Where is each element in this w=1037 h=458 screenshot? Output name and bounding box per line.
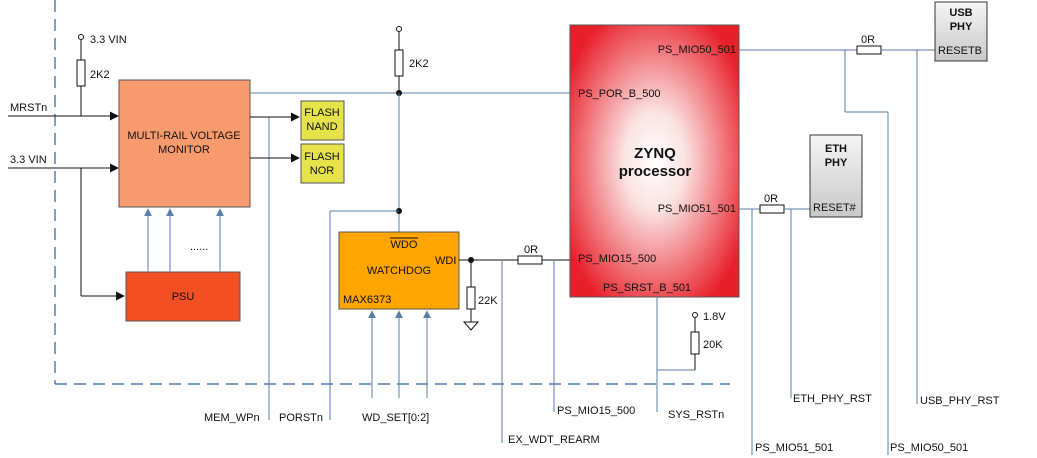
supply-3v3-label: 3.3 VIN: [90, 34, 127, 46]
sys-rstn-net: [656, 297, 700, 412]
eth-phy-label-1: ETH: [825, 143, 847, 155]
flash-nand-label-1: FLASH: [304, 107, 340, 119]
watchdog-label: WATCHDOG: [367, 265, 431, 277]
pin-mio50: PS_MIO50_501: [658, 44, 736, 56]
wdi-net: [459, 255, 570, 443]
supply-3v3-left: [76, 34, 119, 121]
resistor-0r-mio15-label: 0R: [524, 244, 538, 256]
zynq-processor-block: [569, 24, 740, 298]
pin-mio51: PS_MIO51_501: [658, 203, 736, 215]
usb-phy-block: [934, 1, 988, 62]
flash-nand-label-2: NAND: [306, 121, 337, 133]
flash-nor-block: [300, 143, 345, 184]
eth-phy-label-2: PHY: [825, 157, 848, 169]
pin-mio15: PS_MIO15_500: [578, 253, 656, 265]
resistor-2k2-left-label: 2K2: [90, 69, 110, 81]
voltage-monitor-block: [118, 79, 251, 208]
vin-input-label: 3.3 VIN: [10, 154, 47, 166]
wdo-net: [329, 93, 402, 420]
resistor-2k2-mid-label: 2K2: [409, 58, 429, 70]
zynq-label-1: ZYNQ: [634, 145, 676, 162]
resistor-0r-mio51-label: 0R: [764, 193, 778, 205]
eth-reset-pin: RESET#: [813, 202, 857, 214]
resistor-20k-label: 20K: [703, 339, 723, 351]
mem-wpn-wires: [250, 112, 300, 420]
psu-rail-arrows: [144, 208, 224, 272]
flash-nor-label-1: FLASH: [304, 151, 340, 163]
ps-mio51-signal-label: PS_MIO51_501: [755, 442, 833, 454]
eth-phy-rst-label: ETH_PHY_RST: [793, 393, 872, 405]
monitor-label-2: MONITOR: [158, 144, 210, 156]
mio51-net: [739, 204, 810, 455]
usb-reset-pin: RESETB: [938, 45, 982, 57]
resistor-0r-mio50-label: 0R: [861, 34, 875, 46]
watchdog-block: [338, 231, 460, 310]
psu-label: PSU: [172, 291, 195, 303]
wdi-label: WDI: [435, 255, 456, 267]
usb-phy-label-2: PHY: [950, 21, 973, 33]
psu-block: [125, 271, 241, 322]
usb-phy-rst-label: USB_PHY_RST: [920, 395, 1000, 407]
wd-set-label: WD_SET[0:2]: [362, 412, 429, 424]
flash-nor-label-2: NOR: [310, 165, 335, 177]
supply-mid: [394, 26, 404, 93]
mem-wpn-label: MEM_WPn: [204, 412, 260, 424]
porstn-label: PORSTn: [279, 412, 323, 424]
ps-mio50-signal-label: PS_MIO50_501: [890, 442, 968, 454]
ex-wdt-rearm-label: EX_WDT_REARM: [508, 434, 600, 446]
zynq-label-2: processor: [619, 163, 692, 180]
pin-por: PS_POR_B_500: [578, 88, 661, 100]
sys-rstn-label: SYS_RSTn: [668, 409, 724, 421]
resistor-22k-label: 22K: [478, 295, 498, 307]
usb-phy-label-1: USB: [949, 7, 972, 19]
wd-set-arrows: [368, 310, 431, 398]
supply-1v8-label: 1.8V: [703, 311, 726, 323]
rail-dots: ......: [190, 241, 208, 253]
monitor-label-1: MULTI-RAIL VOLTAGE: [127, 130, 240, 142]
pin-srst: PS_SRST_B_501: [603, 282, 691, 294]
eth-phy-block: [809, 134, 863, 218]
max6373-label: MAX6373: [343, 294, 391, 306]
wdo-label: WDO: [391, 239, 418, 251]
por-net: [250, 90, 570, 96]
flash-nand-block: [300, 100, 345, 141]
ps-mio15-signal-label: PS_MIO15_500: [557, 405, 635, 417]
mrstn-label: MRSTn: [10, 102, 47, 114]
mio50-net: [739, 45, 935, 455]
board-boundary: [54, 0, 730, 385]
